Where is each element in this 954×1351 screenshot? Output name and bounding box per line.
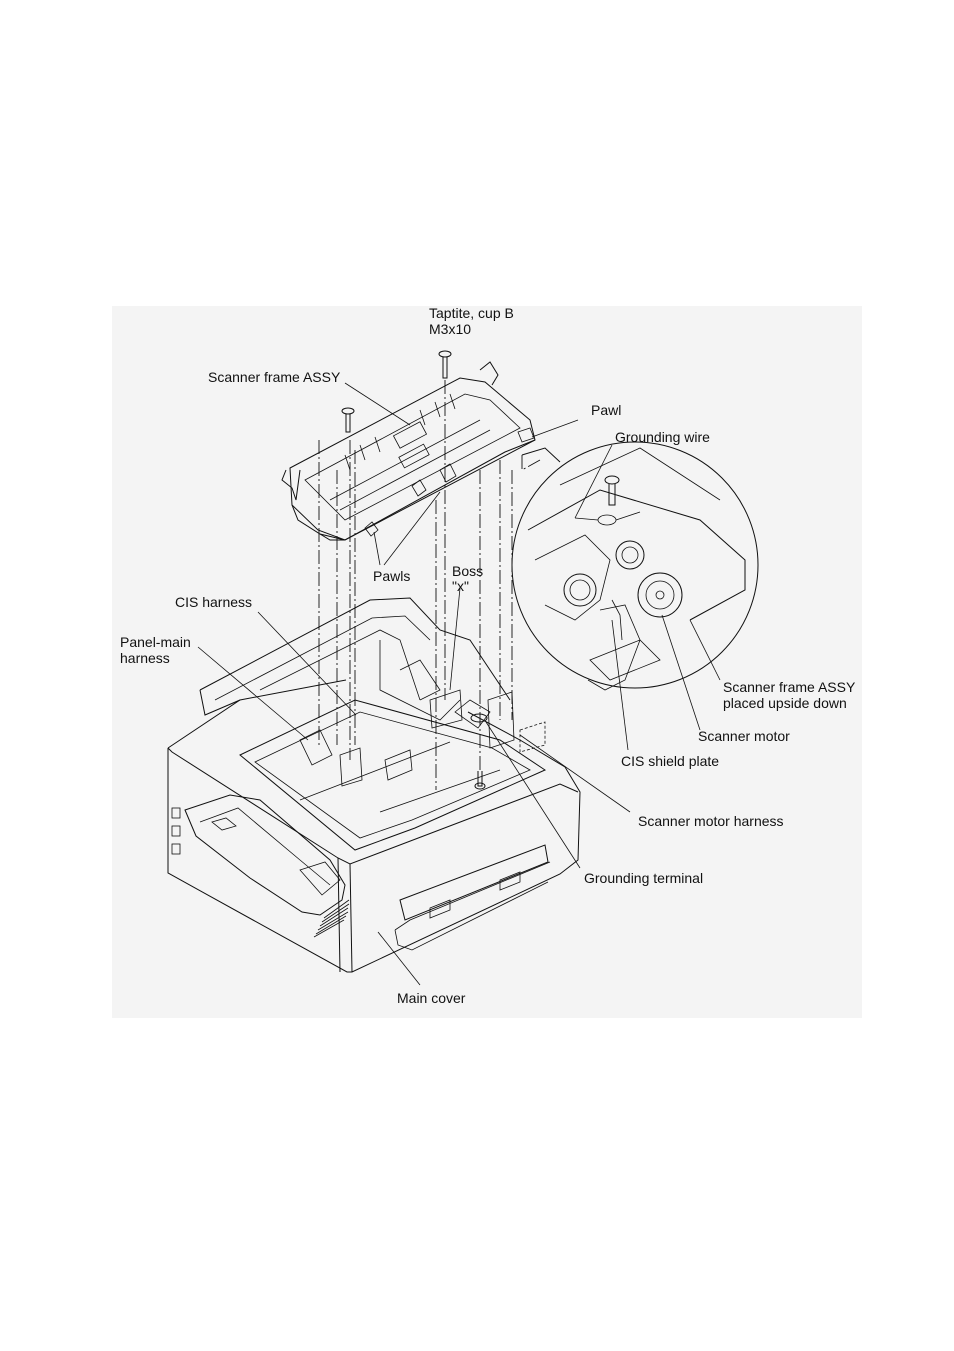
- cis-shield-plate-label: CIS shield plate: [621, 753, 719, 769]
- screw-top: [438, 350, 452, 379]
- illustration-panel: [112, 306, 862, 1018]
- screw-bottom: [474, 771, 486, 790]
- scanner-frame-upside-label-1: Scanner frame ASSY: [723, 679, 856, 695]
- scanner-motor-label: Scanner motor: [698, 728, 790, 744]
- pawls-label: Pawls: [373, 568, 410, 584]
- boss-label: Boss: [452, 563, 483, 579]
- cis-harness-label: CIS harness: [175, 594, 252, 610]
- scanner-frame-label: Scanner frame ASSY: [208, 369, 341, 385]
- scanner-motor-harness-label: Scanner motor harness: [638, 813, 784, 829]
- screw-top-size-label: M3x10: [429, 321, 471, 337]
- pawl-label: Pawl: [591, 402, 621, 418]
- scanner-frame-upside-label-2: placed upside down: [723, 695, 847, 711]
- screw-left: [341, 407, 355, 433]
- main-cover-label: Main cover: [397, 990, 466, 1006]
- panel-main-harness-label-2: harness: [120, 650, 170, 666]
- screw-top-label: Taptite, cup B: [429, 305, 514, 321]
- boss-x-label: "x": [452, 578, 469, 594]
- panel-main-harness-label-1: Panel-main: [120, 634, 191, 650]
- leader-lines: [197, 382, 721, 986]
- grounding-terminal-label: Grounding terminal: [584, 870, 703, 886]
- speaker-grille: [313, 899, 350, 938]
- detail-inset: [511, 441, 759, 691]
- scanner-frame-assy-drawing: [281, 361, 536, 541]
- grounding-wire-label: Grounding wire: [615, 429, 710, 445]
- assembly-guide-lines: [318, 380, 541, 790]
